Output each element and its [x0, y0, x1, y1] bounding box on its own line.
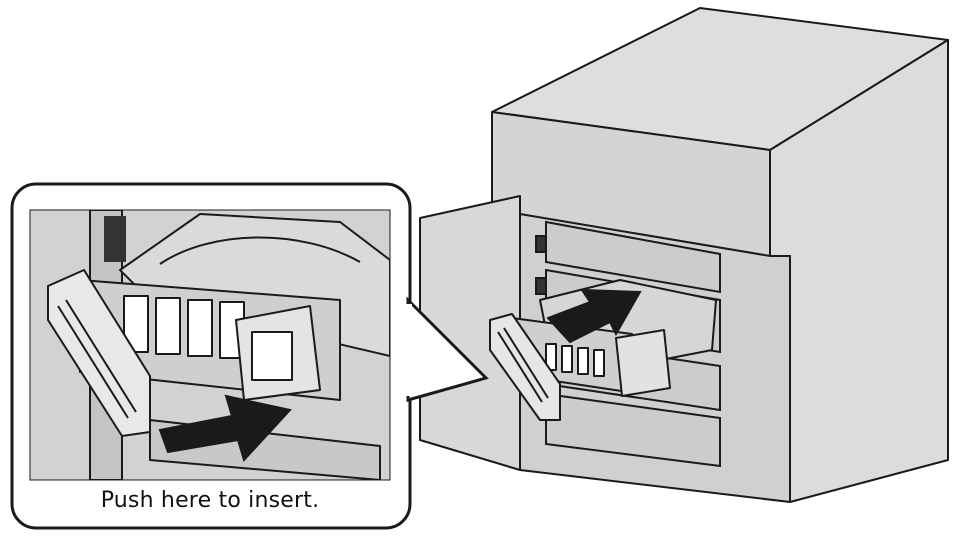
- callout-caption: Push here to insert.: [14, 478, 406, 522]
- bay-slot-marker: [536, 278, 546, 294]
- bay-slot-marker: [536, 236, 546, 252]
- callout-bubble: [12, 184, 486, 528]
- zoom-bay-slot: [104, 216, 126, 262]
- zoom-latch-window: [252, 332, 292, 380]
- callout-zoom-scene: [30, 210, 390, 480]
- tray-latch-small: [616, 330, 670, 396]
